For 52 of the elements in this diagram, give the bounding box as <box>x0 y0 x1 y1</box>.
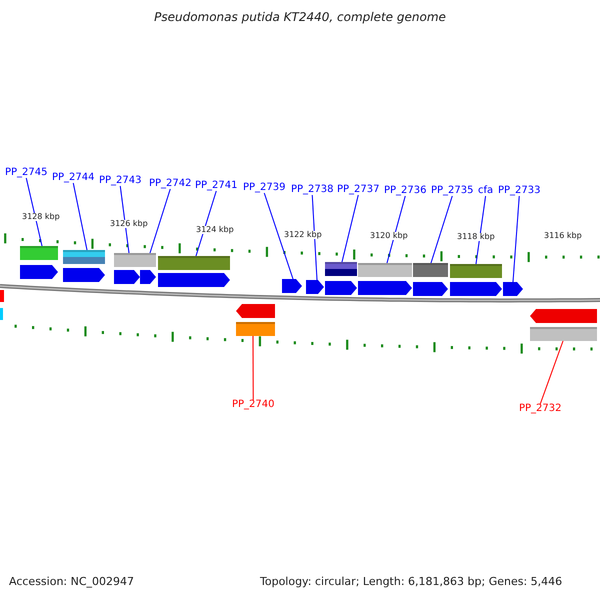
gene-label: PP_2743 <box>99 176 142 186</box>
gene-label: PP_2744 <box>52 173 95 183</box>
gene-feature <box>158 256 230 287</box>
gene-label: PP_2741 <box>195 181 238 191</box>
coordinate-label: 3122 kbp <box>284 231 322 239</box>
gene-label: PP_2732 <box>519 404 562 414</box>
gene-feature <box>325 262 357 295</box>
gene-label: PP_2740 <box>232 400 275 410</box>
gene-label: cfa <box>478 186 494 196</box>
coordinate-label: 3128 kbp <box>22 213 60 221</box>
leader-line <box>196 190 217 256</box>
gene-feature <box>358 263 412 295</box>
gene-feature <box>140 253 156 284</box>
coordinate-label: 3118 kbp <box>457 233 495 241</box>
footer-text: Accession: NC_002947 <box>9 576 134 587</box>
gene-label: PP_2739 <box>243 183 286 193</box>
gene-label: PP_2735 <box>431 186 474 196</box>
gene-label: PP_2737 <box>337 185 380 195</box>
gene-label: PP_2742 <box>149 179 192 189</box>
gene-feature <box>282 279 302 293</box>
gene-feature <box>450 264 502 296</box>
map-title: Pseudomonas putida KT2440, complete genome <box>153 11 447 23</box>
coordinate-label: 3120 kbp <box>370 232 408 240</box>
leader-line <box>26 178 42 246</box>
gene-feature <box>503 282 523 296</box>
coordinate-label: 3116 kbp <box>544 232 582 240</box>
leader-line <box>120 186 130 254</box>
gene-label: PP_2733 <box>498 186 541 196</box>
leader-line <box>72 182 88 250</box>
leader-line <box>342 194 359 262</box>
gene-label: PP_2738 <box>291 185 334 195</box>
gene-feature <box>306 280 324 294</box>
gene-feature <box>413 263 448 296</box>
footer-text: Topology: circular; Length: 6,181,863 bp; Genes: 5,446 <box>260 576 562 587</box>
gene-label: PP_2736 <box>384 186 427 196</box>
coordinate-label: 3124 kbp <box>196 226 234 234</box>
gene-label: PP_2745 <box>5 168 48 178</box>
gene-feature <box>63 250 105 282</box>
gene-feature <box>20 246 58 279</box>
gene-feature <box>530 309 597 341</box>
leader-line <box>512 196 520 282</box>
leader-line <box>540 340 564 404</box>
leader-line <box>264 192 294 280</box>
leader-line <box>476 196 486 264</box>
leader-line <box>312 194 318 280</box>
leader-line <box>150 188 171 254</box>
leader-line <box>252 336 254 400</box>
coordinate-label: 3126 kbp <box>110 220 148 228</box>
gene-feature <box>114 253 140 284</box>
leader-line <box>386 196 406 264</box>
gene-feature <box>236 304 275 336</box>
leader-line <box>430 196 453 264</box>
